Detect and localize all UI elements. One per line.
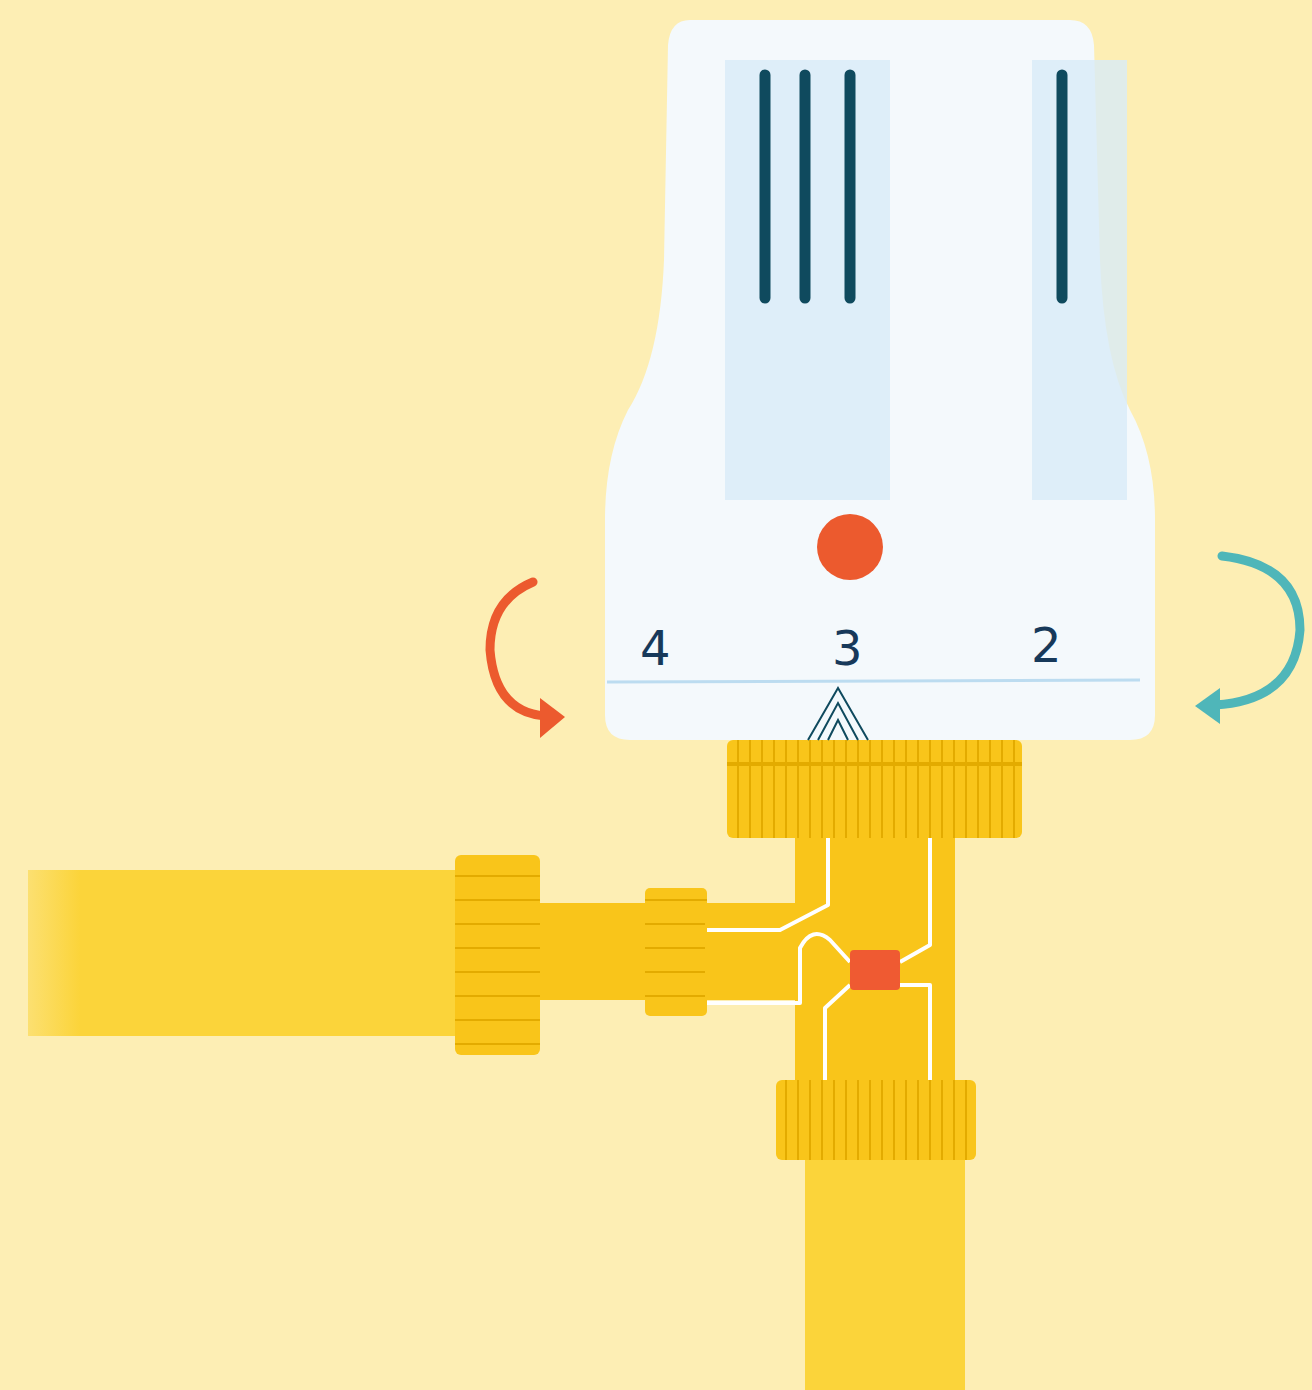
dial-number: 4: [640, 624, 671, 672]
pointer-mark: [808, 688, 868, 740]
dial-number: 2: [1031, 621, 1062, 669]
turn-down-arrow: [1215, 556, 1300, 705]
nut: [727, 740, 1022, 838]
nut: [645, 888, 707, 1016]
nut: [455, 855, 540, 1055]
pipe-fitting: [540, 903, 650, 1000]
nut: [776, 1080, 976, 1160]
nut-edge: [727, 762, 1022, 766]
head-shade: [725, 60, 890, 500]
dial-line: [607, 680, 1140, 682]
turn-up-arrow: [490, 582, 545, 716]
arrowhead: [1195, 688, 1220, 724]
internal-channels: [707, 838, 930, 1080]
valve-body: [795, 835, 955, 1090]
pipe: [28, 870, 460, 1036]
pipe-fitting: [705, 903, 805, 1000]
grip-ridges: [765, 75, 1062, 298]
head-shade: [1032, 60, 1127, 500]
indicator-dot: [817, 514, 883, 580]
dial-number: 3: [832, 624, 863, 672]
arrowhead: [540, 698, 565, 738]
valve-seat: [850, 950, 900, 990]
pipe: [805, 1160, 965, 1390]
thermostat-head: [605, 20, 1155, 740]
